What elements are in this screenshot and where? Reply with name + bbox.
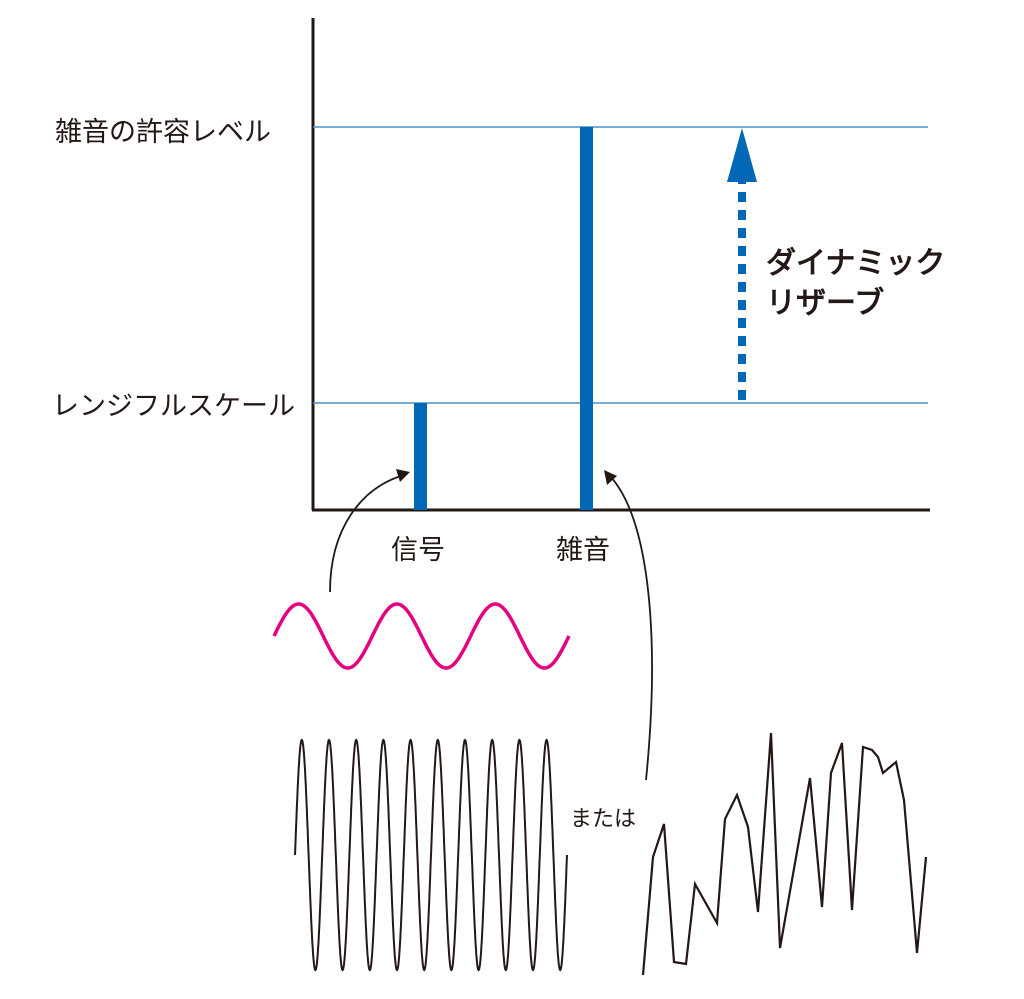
signal-bar: [414, 403, 427, 510]
random-noise-wave: [641, 732, 928, 976]
arrowhead-icon: [396, 469, 410, 482]
arrow-up-icon: [727, 128, 757, 182]
or-label: または: [570, 807, 636, 832]
noise-tolerance-label: 雑音の許容レベル: [55, 117, 271, 148]
signal-pointer-arrow: [329, 474, 405, 593]
full-scale-label: レンジフルスケール: [52, 391, 295, 422]
dynamic-reserve-label-1: ダイナミック: [766, 246, 945, 281]
high-frequency-noise-wave: [294, 738, 568, 972]
dynamic-reserve-label-2: リザーブ: [766, 286, 884, 321]
signal-sine-wave: [272, 602, 571, 670]
noise-bar: [580, 127, 593, 510]
noise-label: 雑音: [556, 535, 610, 566]
noise-pointer-arrow: [609, 475, 653, 781]
arrowhead-icon: [604, 470, 617, 485]
signal-label: 信号: [391, 535, 445, 566]
